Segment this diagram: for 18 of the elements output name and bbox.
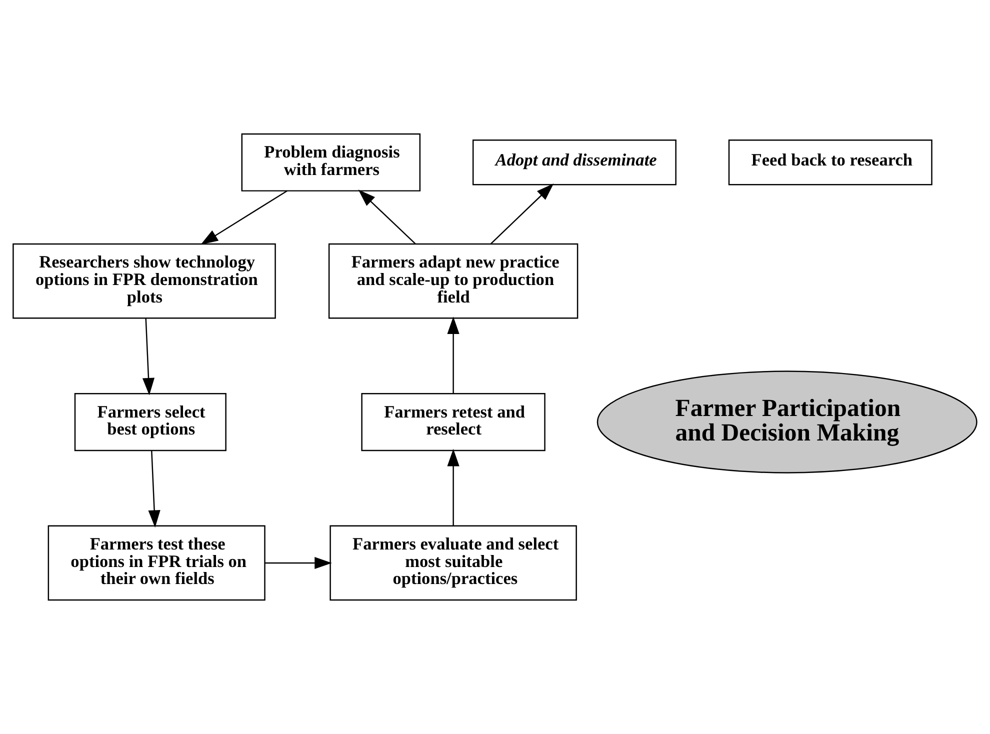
node-box: Farmers retest and reselect xyxy=(361,392,546,452)
arrow xyxy=(264,556,332,570)
arrow xyxy=(358,190,416,244)
arrow xyxy=(447,316,460,394)
arrow xyxy=(200,190,288,245)
node-box: Farmers adapt new practice and scale-up to production field xyxy=(328,243,578,319)
node-box: Problem diagnosis with farmers xyxy=(241,133,421,192)
node-box: Farmers evaluate and select most suitable options/practices xyxy=(330,525,577,601)
node-ellipse: Farmer Participation and Decision Making xyxy=(596,370,978,474)
node-box: Feed back to research xyxy=(728,140,932,186)
arrow xyxy=(142,318,155,396)
arrow xyxy=(490,184,554,244)
node-box: Farmers select best options xyxy=(74,392,226,452)
arrow xyxy=(148,450,160,528)
node-box: Farmers test these options in FPR trials on their own fields xyxy=(48,525,266,601)
node-box: Researchers show technology options in FPR demonstration plots xyxy=(12,243,276,319)
node-box: Adopt and disseminate xyxy=(472,140,676,186)
arrow xyxy=(447,448,460,526)
